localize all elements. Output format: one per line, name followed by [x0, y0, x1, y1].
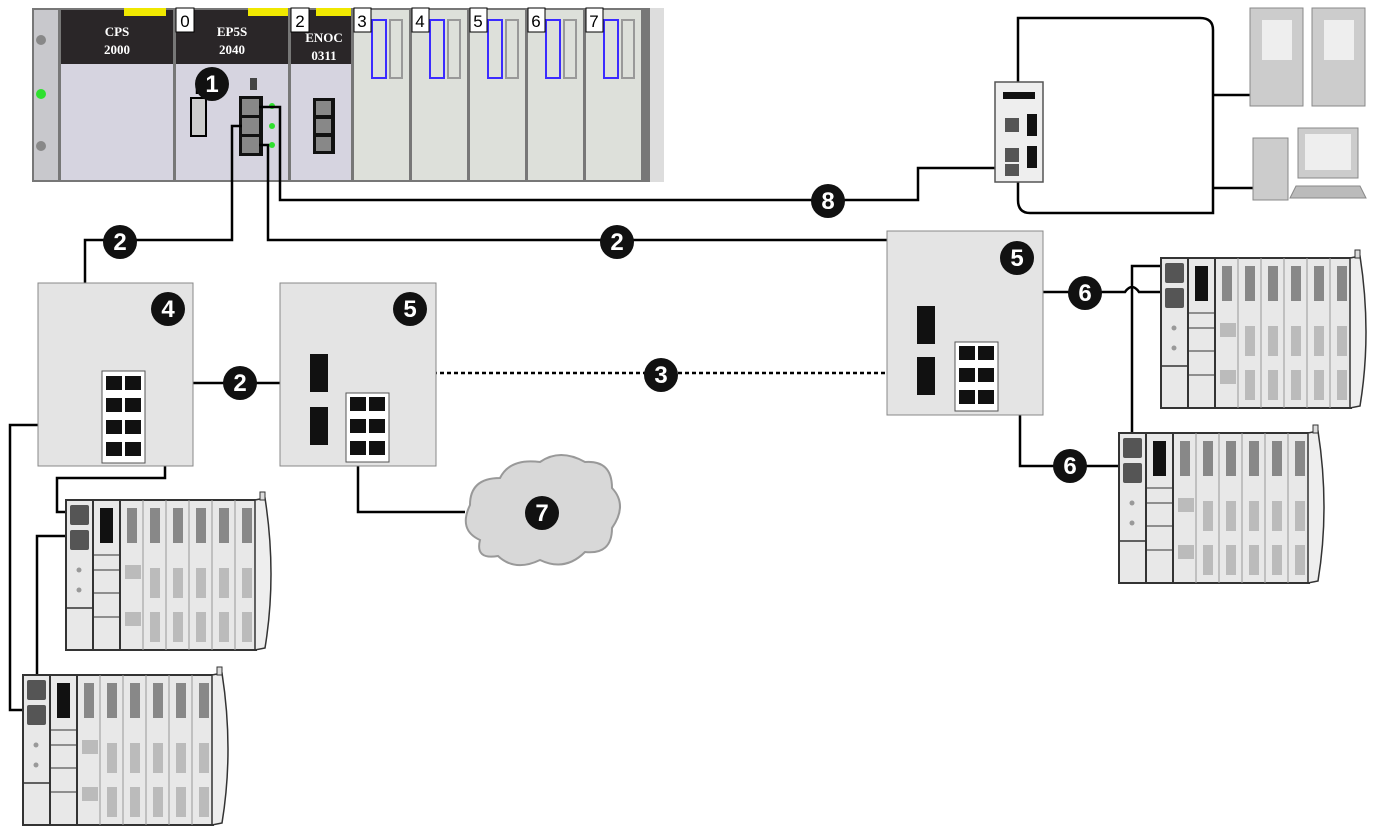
module-label: ENOC — [305, 30, 343, 45]
control-network — [994, 7, 1367, 215]
callout-number: 2 — [113, 229, 126, 256]
module-label: EP5S — [217, 24, 247, 39]
screw-icon — [36, 35, 46, 45]
io-module[interactable]: 5 — [469, 7, 525, 180]
slot-number: 4 — [415, 12, 424, 31]
callout-c8: 8 — [811, 184, 845, 218]
callout-c7: 7 — [525, 496, 559, 530]
callout-c3: 3 — [644, 358, 678, 392]
io-module[interactable]: 3 — [353, 7, 409, 180]
ethernet-port[interactable] — [242, 118, 259, 134]
remote-io-drop[interactable] — [1161, 250, 1366, 408]
callout-number: 3 — [654, 362, 667, 389]
slot-number: 2 — [295, 12, 304, 31]
slot-number: 5 — [473, 12, 482, 31]
callout-number: 6 — [1078, 280, 1091, 307]
callout-number: 1 — [205, 71, 218, 98]
module-label: 0311 — [311, 48, 336, 63]
callout-number: 8 — [821, 188, 834, 215]
io-module[interactable]: 4 — [411, 7, 467, 180]
io-module[interactable]: 7 — [585, 7, 641, 180]
ethernet-port[interactable] — [242, 137, 259, 153]
slot-number: 7 — [589, 12, 598, 31]
plc-rack: CPS 2000 0 EP5S 2040 2 ENOC — [32, 7, 664, 182]
workstation-icon — [1252, 127, 1367, 201]
ethernet-switch-5-right[interactable] — [886, 230, 1044, 416]
ethernet-port[interactable] — [242, 99, 259, 115]
ethernet-comm-module[interactable]: 2 ENOC 0311 — [290, 7, 351, 180]
callout-number: 7 — [535, 500, 548, 527]
power-supply-module[interactable]: CPS 2000 — [61, 8, 173, 180]
server-icon — [1249, 7, 1304, 107]
callout-c6b: 6 — [1053, 449, 1087, 483]
callout-c2b: 2 — [600, 225, 634, 259]
callout-number: 5 — [1010, 245, 1023, 272]
callout-number: 5 — [403, 296, 416, 323]
cable-to-cloud — [356, 460, 465, 514]
power-led-icon — [36, 89, 46, 99]
callout-number: 4 — [161, 296, 175, 323]
cable-8 — [259, 105, 1005, 202]
slot-number: 6 — [531, 12, 540, 31]
remote-io-drop[interactable] — [66, 492, 271, 650]
module-label: CPS — [105, 24, 130, 39]
callout-c5a: 5 — [393, 292, 427, 326]
server-icon — [1311, 7, 1366, 107]
callout-c5b: 5 — [1000, 241, 1034, 275]
slot-number: 3 — [357, 12, 366, 31]
callout-c2c: 2 — [223, 366, 257, 400]
callout-c1: 1 — [195, 67, 229, 101]
slot-number: 0 — [180, 12, 189, 31]
module-label: 2040 — [219, 42, 245, 57]
screw-icon — [36, 141, 46, 151]
ethernet-module[interactable] — [994, 81, 1044, 183]
callout-c4: 4 — [151, 292, 185, 326]
remote-io-drop[interactable] — [1119, 425, 1324, 583]
callout-c6a: 6 — [1068, 276, 1102, 310]
callout-number: 6 — [1063, 453, 1076, 480]
callout-number: 2 — [610, 229, 623, 256]
callout-number: 2 — [233, 370, 246, 397]
io-module[interactable]: 6 — [527, 7, 583, 180]
remote-io-drop[interactable] — [23, 667, 228, 825]
module-label: 2000 — [104, 42, 130, 57]
callout-c2a: 2 — [103, 225, 137, 259]
